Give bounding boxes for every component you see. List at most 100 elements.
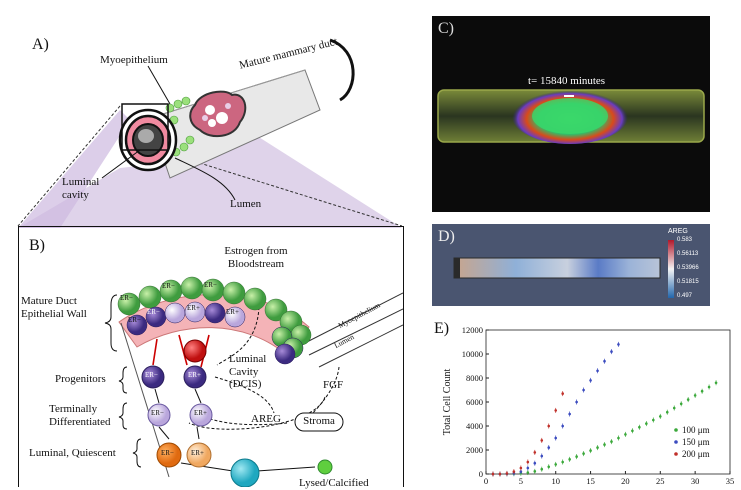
y-tick-label: 12000 bbox=[462, 325, 483, 335]
y-axis-label: Total Cell Count bbox=[442, 369, 453, 436]
legend-marker bbox=[674, 452, 678, 456]
lumen-label: Lumen bbox=[230, 198, 262, 210]
er-label: ER− bbox=[145, 371, 158, 379]
panel-e-label: E) bbox=[434, 320, 450, 337]
cyan-cell bbox=[230, 458, 260, 487]
data-point bbox=[658, 415, 662, 418]
areg-render bbox=[453, 240, 674, 298]
data-point bbox=[533, 461, 537, 465]
x-tick-label: 0 bbox=[484, 476, 488, 486]
er-label: ER− bbox=[161, 449, 174, 457]
x-tick-label: 15 bbox=[586, 476, 595, 486]
data-point bbox=[561, 392, 564, 395]
myoepithelium-label: Myoepithelium bbox=[100, 54, 168, 66]
data-point bbox=[610, 350, 613, 353]
colorbar-tick: 0.583 bbox=[677, 237, 693, 243]
wall-cells-top bbox=[117, 276, 312, 346]
quiescent-label: Luminal, Quiescent bbox=[29, 447, 116, 459]
colorbar-tick: 0.56113 bbox=[677, 251, 699, 257]
panel-c: C) t= 15840 minutes bbox=[432, 16, 710, 212]
data-point bbox=[582, 452, 585, 455]
colorbar-tick: 0.51815 bbox=[677, 279, 699, 285]
quiescent-er-neg bbox=[156, 442, 182, 468]
x-tick-label: 10 bbox=[551, 476, 560, 486]
data-point bbox=[498, 472, 502, 476]
data-point bbox=[582, 388, 585, 392]
data-point bbox=[547, 424, 551, 428]
er-label: ER− bbox=[147, 308, 160, 316]
er-label: ER− bbox=[120, 294, 133, 302]
progenitor-er-pos bbox=[183, 365, 207, 389]
stroma-box bbox=[294, 412, 344, 432]
er-label: ER− bbox=[162, 282, 175, 290]
x-tick-label: 25 bbox=[656, 476, 665, 486]
data-point bbox=[631, 429, 634, 433]
terminally-label: Terminally Differentiated bbox=[49, 403, 111, 428]
x-tick-label: 30 bbox=[691, 476, 700, 486]
x-tick-label: 20 bbox=[621, 476, 630, 486]
legend-label: 200 μm bbox=[682, 449, 710, 459]
progenitor-er-neg bbox=[141, 365, 165, 389]
data-point bbox=[540, 467, 544, 471]
er-label: ER− bbox=[151, 409, 164, 417]
y-tick-label: 6000 bbox=[466, 397, 483, 407]
er-label: ER+ bbox=[187, 304, 200, 312]
panel-b: B) bbox=[18, 226, 404, 489]
data-point bbox=[603, 443, 606, 446]
data-point bbox=[617, 436, 620, 440]
er-label: ER+ bbox=[191, 449, 204, 457]
panel-a-label: A) bbox=[32, 36, 49, 53]
panel-d: D) AREG 0.583 0.56113 0.53966 0.51815 0.… bbox=[432, 224, 710, 306]
y-tick-label: 2000 bbox=[466, 445, 483, 455]
y-tick-label: 10000 bbox=[462, 349, 483, 359]
panel-b-label: B) bbox=[29, 237, 45, 254]
er-label: ER+ bbox=[226, 308, 239, 316]
data-point bbox=[652, 418, 655, 422]
mature-wall-label: Mature Duct Epithelial Wall bbox=[21, 295, 87, 320]
data-point bbox=[665, 410, 669, 414]
red-cell bbox=[183, 339, 207, 363]
lysed-label: Lysed/Calcified bbox=[299, 477, 369, 489]
data-point bbox=[554, 409, 558, 412]
simulation-render bbox=[437, 88, 705, 144]
data-point bbox=[512, 470, 516, 473]
data-point bbox=[561, 460, 564, 464]
colorbar-tick: 0.53966 bbox=[677, 265, 699, 271]
panel-a: A) Myoepithelium Mature mammary du bbox=[0, 0, 420, 228]
data-point bbox=[672, 406, 676, 410]
y-tick-label: 8000 bbox=[466, 373, 483, 383]
data-point bbox=[519, 470, 523, 473]
legend-label: 150 μm bbox=[682, 437, 710, 447]
terminal-er-neg bbox=[147, 403, 171, 427]
data-point bbox=[693, 394, 697, 397]
data-point bbox=[547, 446, 551, 449]
data-point bbox=[589, 379, 592, 382]
data-point bbox=[575, 400, 578, 404]
data-point bbox=[568, 412, 571, 416]
estrogen-label: Estrogen from Bloodstream bbox=[224, 245, 288, 270]
colorbar-tick: 0.497 bbox=[677, 293, 693, 299]
data-point bbox=[568, 458, 571, 461]
x-tick-label: 5 bbox=[519, 476, 523, 486]
stroma-label: Stroma bbox=[303, 415, 335, 427]
fgf-label: FGF bbox=[323, 379, 344, 391]
luminal-cavity-label: Luminal cavity bbox=[62, 176, 100, 201]
legend-marker bbox=[674, 428, 678, 432]
data-point bbox=[617, 343, 620, 346]
data-point bbox=[679, 402, 683, 406]
luminal-cavity-label: Luminal Cavity (DCIS) bbox=[229, 353, 267, 391]
data-point bbox=[526, 471, 530, 474]
er-label: ER+ bbox=[194, 409, 207, 417]
data-point bbox=[533, 451, 537, 454]
data-point bbox=[554, 436, 558, 440]
er-label: ER+ bbox=[188, 371, 201, 379]
data-point bbox=[700, 389, 704, 393]
areg-label: AREG bbox=[251, 413, 281, 425]
panel-d-label: D) bbox=[438, 228, 455, 245]
er-label: ER− bbox=[204, 281, 217, 289]
data-point bbox=[714, 381, 718, 385]
data-point bbox=[540, 439, 544, 442]
progenitors-label: Progenitors bbox=[55, 373, 106, 385]
